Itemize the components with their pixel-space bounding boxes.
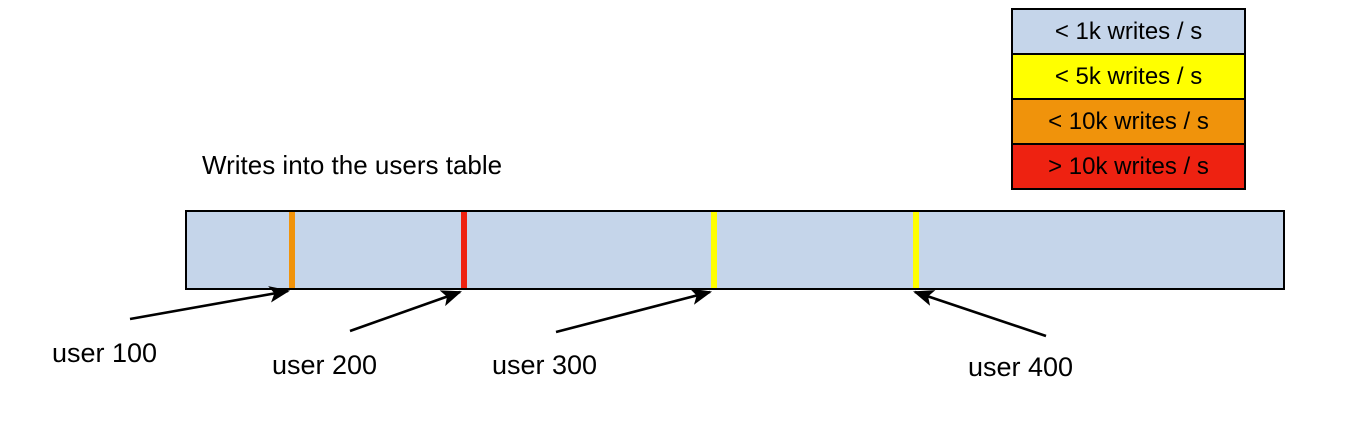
label-user-300: user 300: [492, 350, 598, 380]
label-user-200: user 200: [272, 350, 378, 380]
users-table-bar: [185, 210, 1285, 290]
legend-label-under-1k: < 1k writes / s: [1054, 17, 1203, 45]
arrow-user-400: [913, 290, 1047, 338]
diagram-title: Writes into the users table: [202, 150, 503, 180]
legend-label-under-5k: < 5k writes / s: [1054, 62, 1203, 90]
stripe-user-200: [461, 212, 467, 288]
label-user-400: user 400: [968, 352, 1074, 382]
legend-label-over-10k: > 10k writes / s: [1048, 152, 1209, 180]
arrow-user-200: [349, 290, 462, 333]
legend-row-under-5k: < 5k writes / s: [1013, 55, 1244, 100]
legend: < 1k writes / s < 5k writes / s < 10k wr…: [1011, 8, 1246, 190]
arrow-user-300: [555, 288, 713, 334]
stripe-user-400: [913, 212, 919, 288]
arrow-user-100: [129, 286, 291, 321]
label-user-100: user 100: [52, 338, 158, 368]
legend-row-under-10k: < 10k writes / s: [1013, 100, 1244, 145]
legend-row-over-10k: > 10k writes / s: [1013, 145, 1244, 188]
stripe-user-300: [711, 212, 717, 288]
legend-label-under-10k: < 10k writes / s: [1048, 107, 1209, 135]
legend-row-under-1k: < 1k writes / s: [1013, 10, 1244, 55]
stripe-user-100: [289, 212, 295, 288]
